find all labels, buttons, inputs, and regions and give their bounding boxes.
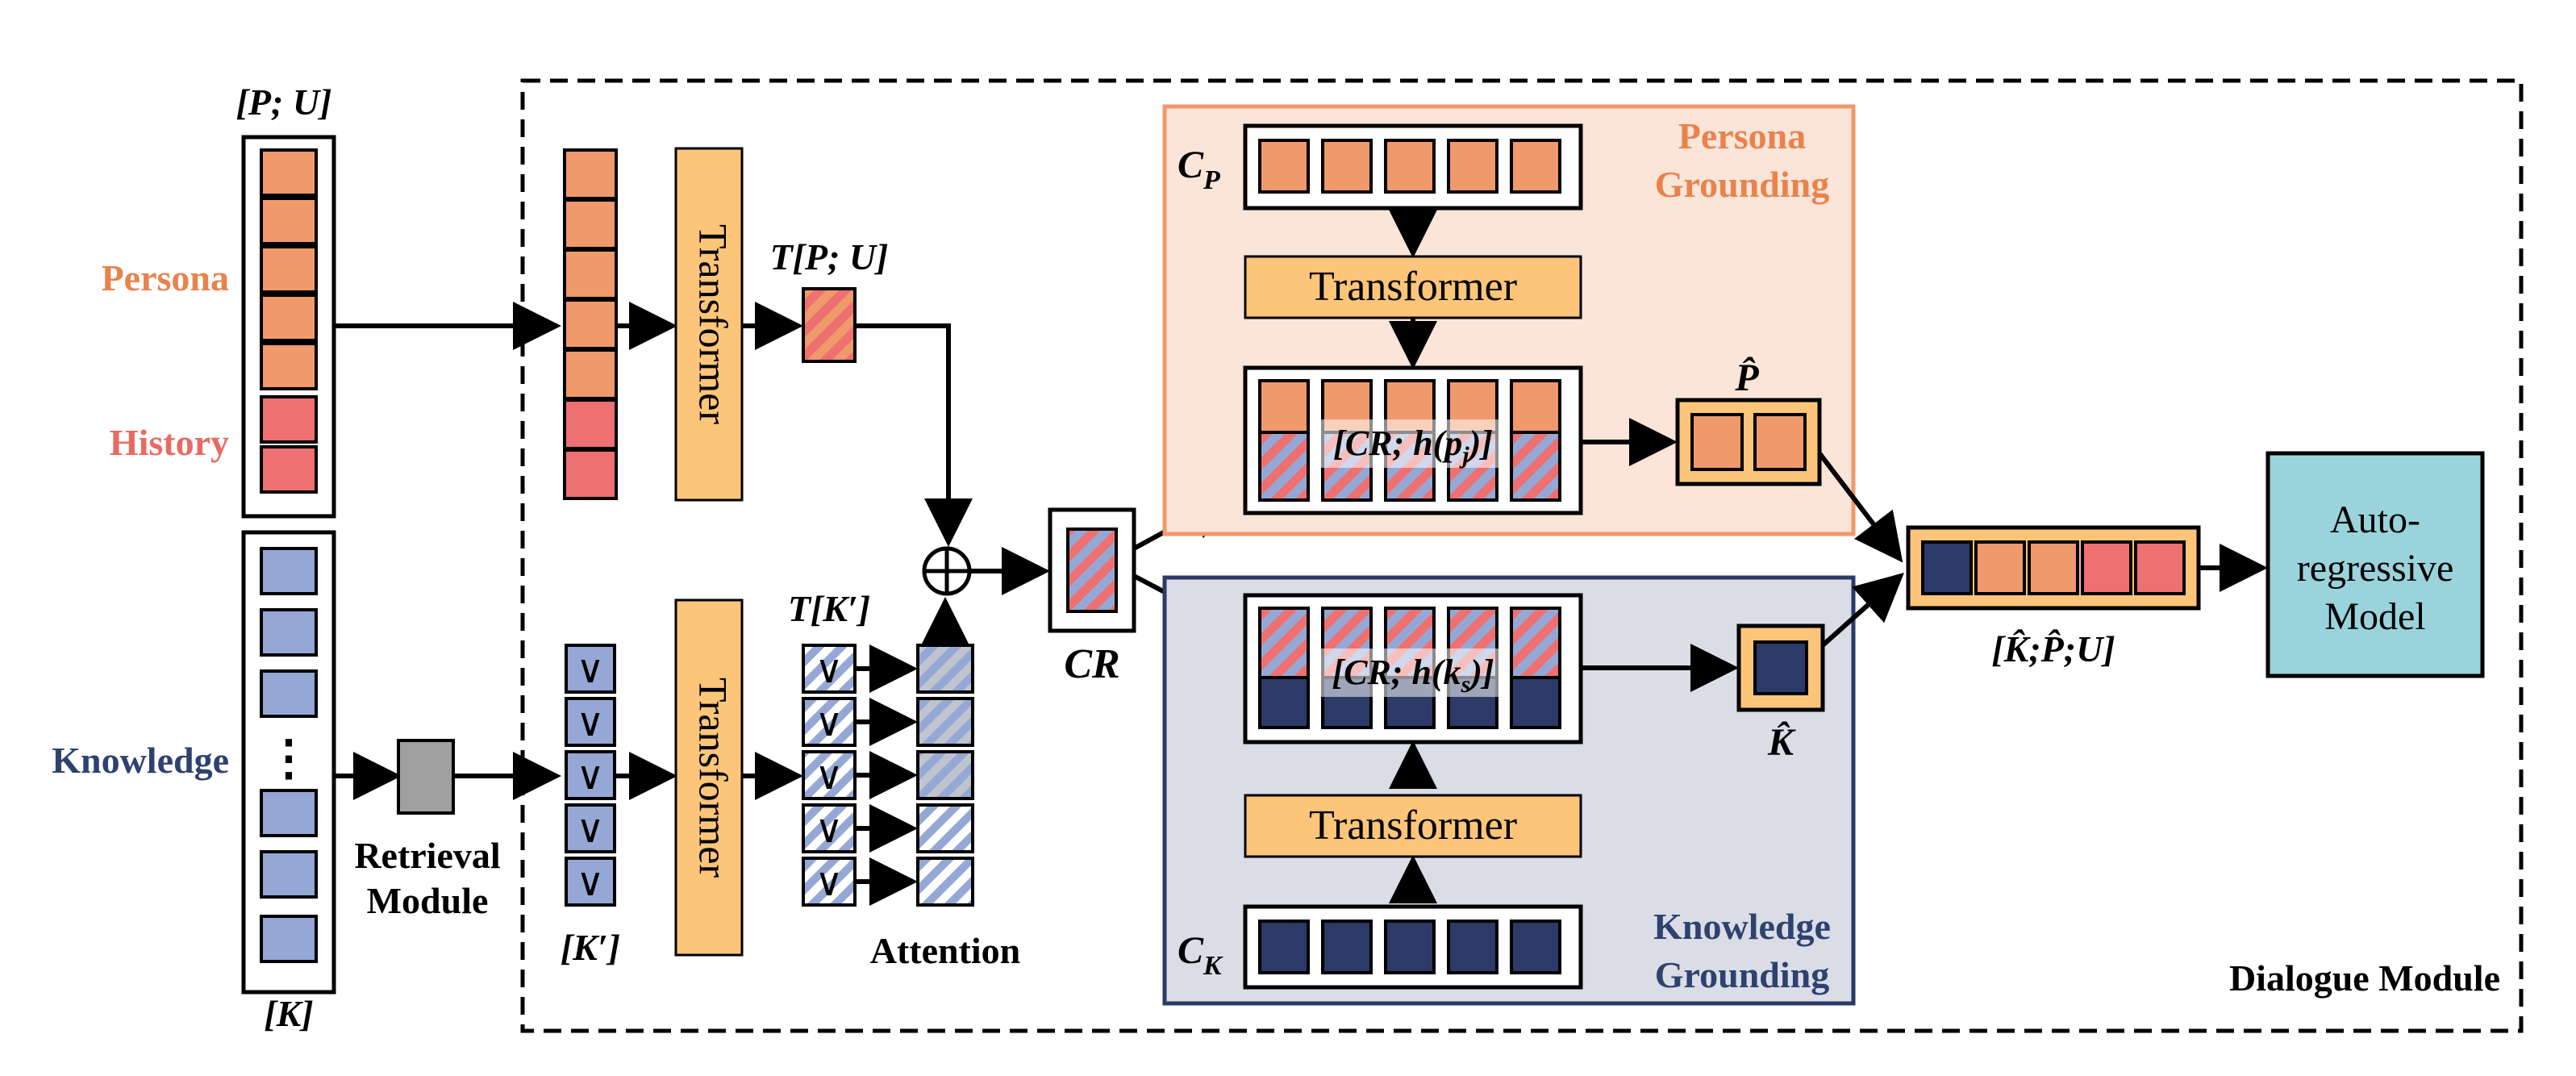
t-kprime-label: T[K′] [788, 588, 870, 629]
svg-text:∨: ∨ [815, 755, 843, 798]
persona-label: Persona [102, 257, 229, 298]
kprime-vee-marks: ∨ ∨ ∨ ∨ ∨ [576, 649, 604, 904]
arrow-tpu-to-sum [855, 323, 973, 547]
t-pu-token [802, 287, 857, 363]
transformer-top-box [674, 147, 744, 502]
retrieval-label-line2: Module [367, 880, 489, 921]
pu-bracket-label: [P; U] [236, 81, 332, 123]
pj-tokens [1258, 379, 1561, 502]
t-kprime-vee-marks: ∨ ∨ ∨ ∨ ∨ [815, 649, 843, 904]
knowledge-grounding-line2: Grounding [1655, 954, 1829, 995]
knowledge-grounding-line1: Knowledge [1653, 906, 1831, 947]
svg-text:∨: ∨ [576, 649, 604, 691]
pu-embedding-stack [563, 148, 618, 500]
knowledge-label: Knowledge [52, 740, 229, 781]
auto-label-line2: regressive [2297, 547, 2454, 590]
cp-label: CP [1178, 144, 1220, 195]
ck-label: CK [1178, 929, 1223, 981]
dialogue-module-boundary [520, 78, 2524, 1033]
ks-label-bg [1321, 649, 1508, 697]
attention-output-stack [916, 644, 974, 907]
k-bracket-label: [K] [264, 993, 313, 1034]
arrow-khat-to-output [1821, 573, 1904, 648]
kprime-bracket-label: [K′] [561, 927, 620, 968]
svg-text:∨: ∨ [576, 861, 604, 904]
autoregressive-model-box [2265, 451, 2485, 678]
persona-transformer-box [1244, 255, 1582, 319]
knowledge-dots: ⋮ [265, 732, 313, 785]
svg-text:∨: ∨ [576, 755, 604, 798]
persona-transformer-label: Transformer [1309, 264, 1517, 310]
knowledge-transformer-box [1244, 794, 1582, 858]
p-hat-token-2 [1753, 413, 1807, 471]
retrieval-module-box [397, 739, 455, 815]
persona-history-input [241, 135, 336, 519]
t-pu-label: T[P; U] [770, 236, 889, 277]
pj-label: [CR; h(pj)] [1333, 423, 1493, 469]
pj-label-bg [1321, 419, 1508, 468]
auto-label-line1: Auto- [2330, 498, 2420, 541]
cr-token [1066, 528, 1118, 613]
k-hat-token [1753, 640, 1808, 695]
svg-text:∨: ∨ [576, 702, 604, 744]
persona-grounding-line2: Grounding [1655, 164, 1829, 205]
cp-tokens [1258, 139, 1561, 194]
transformer-bottom-box [674, 598, 744, 957]
ks-label: [CR; h(ks)] [1332, 653, 1494, 698]
kprime-embedding-stack [565, 644, 616, 907]
retrieval-label-line1: Retrieval [354, 835, 500, 876]
dialogue-module-label: Dialogue Module [2229, 957, 2500, 999]
svg-text:∨: ∨ [815, 649, 843, 691]
knowledge-input [241, 530, 336, 995]
svg-text:∨: ∨ [576, 808, 604, 851]
attention-arrows [855, 644, 918, 906]
p-hat-token-1 [1690, 413, 1744, 471]
arrow-phat-to-output [1817, 452, 1903, 563]
p-hat-label: P̂ [1734, 356, 1759, 399]
k-hat-label: K̂ [1767, 720, 1796, 764]
output-tokens [1921, 540, 2186, 595]
history-label: History [110, 422, 229, 463]
output-bracket-label: [K̂;P̂;U] [1991, 628, 2115, 669]
svg-text:∨: ∨ [815, 702, 843, 744]
t-kprime-stack [802, 644, 857, 907]
svg-text:∨: ∨ [815, 861, 843, 904]
transformer-bottom-label: Transformer [691, 678, 736, 878]
svg-text:∨: ∨ [815, 808, 843, 851]
auto-label-line3: Model [2324, 595, 2425, 638]
ck-tokens [1258, 920, 1561, 974]
transformer-top-label: Transformer [691, 224, 736, 424]
cr-label: CR [1064, 641, 1119, 687]
knowledge-transformer-label: Transformer [1309, 803, 1517, 849]
persona-grounding-line1: Persona [1678, 115, 1806, 156]
attention-label: Attention [870, 930, 1021, 971]
